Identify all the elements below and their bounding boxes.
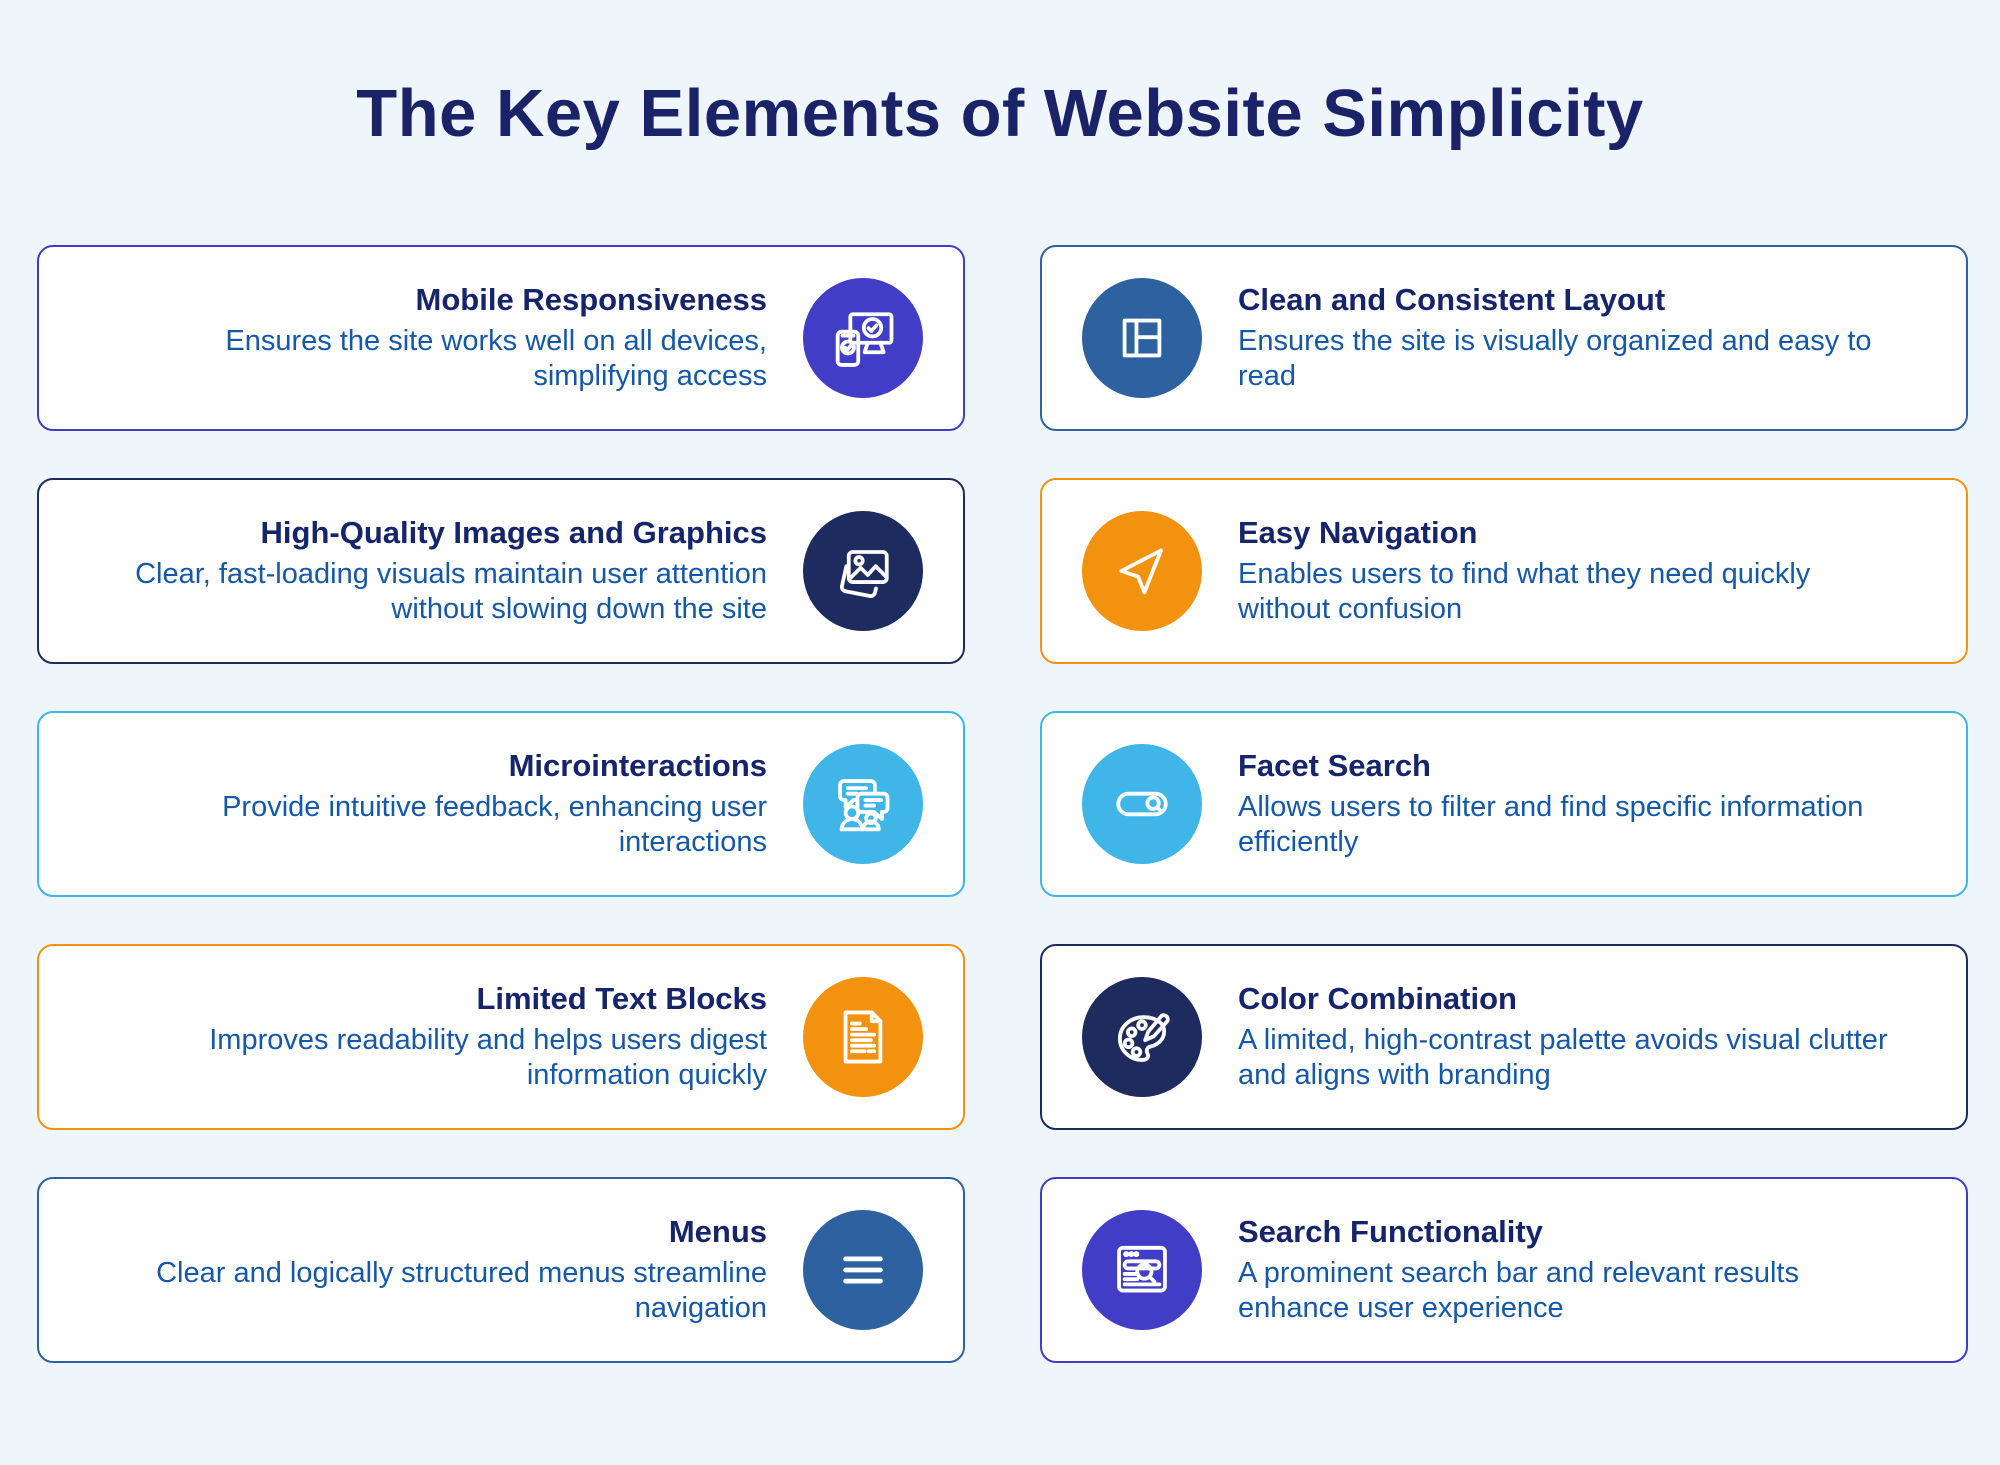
card-clean-consistent-layout: Clean and Consistent Layout Ensures the … [1040, 245, 1968, 431]
card-search-functionality: Search Functionality A prominent search … [1040, 1177, 1968, 1363]
card-description: Allows users to filter and find specific… [1238, 790, 1864, 858]
card-menus: Menus Clear and logically structured men… [37, 1177, 965, 1363]
icon-circle [1082, 1210, 1202, 1330]
card-description: Ensures the site is visually organized a… [1238, 324, 1872, 392]
card-text: Mobile Responsiveness Ensures the site w… [102, 282, 767, 393]
icon-circle [803, 1210, 923, 1330]
card-text: Easy Navigation Enables users to find wh… [1238, 515, 1903, 626]
card-description: A limited, high-contrast palette avoids … [1238, 1023, 1888, 1091]
card-text: High-Quality Images and Graphics Clear, … [102, 515, 767, 626]
card-text: Facet Search Allows users to filter and … [1238, 748, 1903, 859]
card-description: Clear, fast-loading visuals maintain use… [135, 557, 767, 625]
card-description: A prominent search bar and relevant resu… [1238, 1256, 1799, 1324]
card-title: Search Functionality [1238, 1214, 1543, 1250]
card-color-combination: Color Combination A limited, high-contra… [1040, 944, 1968, 1130]
card-text: Clean and Consistent Layout Ensures the … [1238, 282, 1903, 393]
card-text: Color Combination A limited, high-contra… [1238, 981, 1903, 1092]
icon-circle [803, 977, 923, 1097]
page-title: The Key Elements of Website Simplicity [356, 76, 1644, 151]
card-title: High-Quality Images and Graphics [260, 515, 767, 551]
card-high-quality-images: High-Quality Images and Graphics Clear, … [37, 478, 965, 664]
cards-grid: Mobile Responsiveness Ensures the site w… [0, 245, 2000, 1363]
card-facet-search: Facet Search Allows users to filter and … [1040, 711, 1968, 897]
card-microinteractions: Microinteractions Provide intuitive feed… [37, 711, 965, 897]
card-description: Clear and logically structured menus str… [156, 1256, 767, 1324]
card-mobile-responsiveness: Mobile Responsiveness Ensures the site w… [37, 245, 965, 431]
image-icon [840, 550, 889, 598]
card-title: Easy Navigation [1238, 515, 1478, 551]
card-title: Facet Search [1238, 748, 1431, 784]
card-limited-text-blocks: Limited Text Blocks Improves readability… [37, 944, 965, 1130]
card-text: Search Functionality A prominent search … [1238, 1214, 1903, 1325]
card-text: Menus Clear and logically structured men… [102, 1214, 767, 1325]
card-title: Color Combination [1238, 981, 1517, 1017]
icon-circle [1082, 278, 1202, 398]
card-easy-navigation: Easy Navigation Enables users to find wh… [1040, 478, 1968, 664]
icon-circle [803, 278, 923, 398]
icon-circle [1082, 511, 1202, 631]
icon-circle [1082, 744, 1202, 864]
card-description: Improves readability and helps users dig… [209, 1023, 767, 1091]
layout-grid-icon [1122, 318, 1162, 358]
card-text: Limited Text Blocks Improves readability… [102, 981, 767, 1092]
icon-circle [1082, 977, 1202, 1097]
devices-check-icon [835, 312, 894, 367]
search-bar-icon [1116, 791, 1168, 817]
icon-circle [803, 744, 923, 864]
card-description: Enables users to find what they need qui… [1238, 557, 1811, 625]
card-text: Microinteractions Provide intuitive feed… [102, 748, 767, 859]
color-palette-icon [1117, 1013, 1170, 1062]
hamburger-menu-icon [843, 1256, 883, 1284]
chat-users-icon [838, 779, 890, 832]
card-title: Clean and Consistent Layout [1238, 282, 1666, 318]
card-description: Ensures the site works well on all devic… [225, 324, 767, 392]
card-description: Provide intuitive feedback, enhancing us… [222, 790, 767, 858]
card-title: Mobile Responsiveness [415, 282, 767, 318]
card-title: Microinteractions [508, 748, 767, 784]
navigation-arrow-icon [1119, 548, 1163, 595]
browser-search-icon [1117, 1245, 1167, 1293]
icon-circle [803, 511, 923, 631]
document-icon [843, 1010, 883, 1064]
card-title: Menus [668, 1214, 767, 1250]
card-title: Limited Text Blocks [476, 981, 767, 1017]
